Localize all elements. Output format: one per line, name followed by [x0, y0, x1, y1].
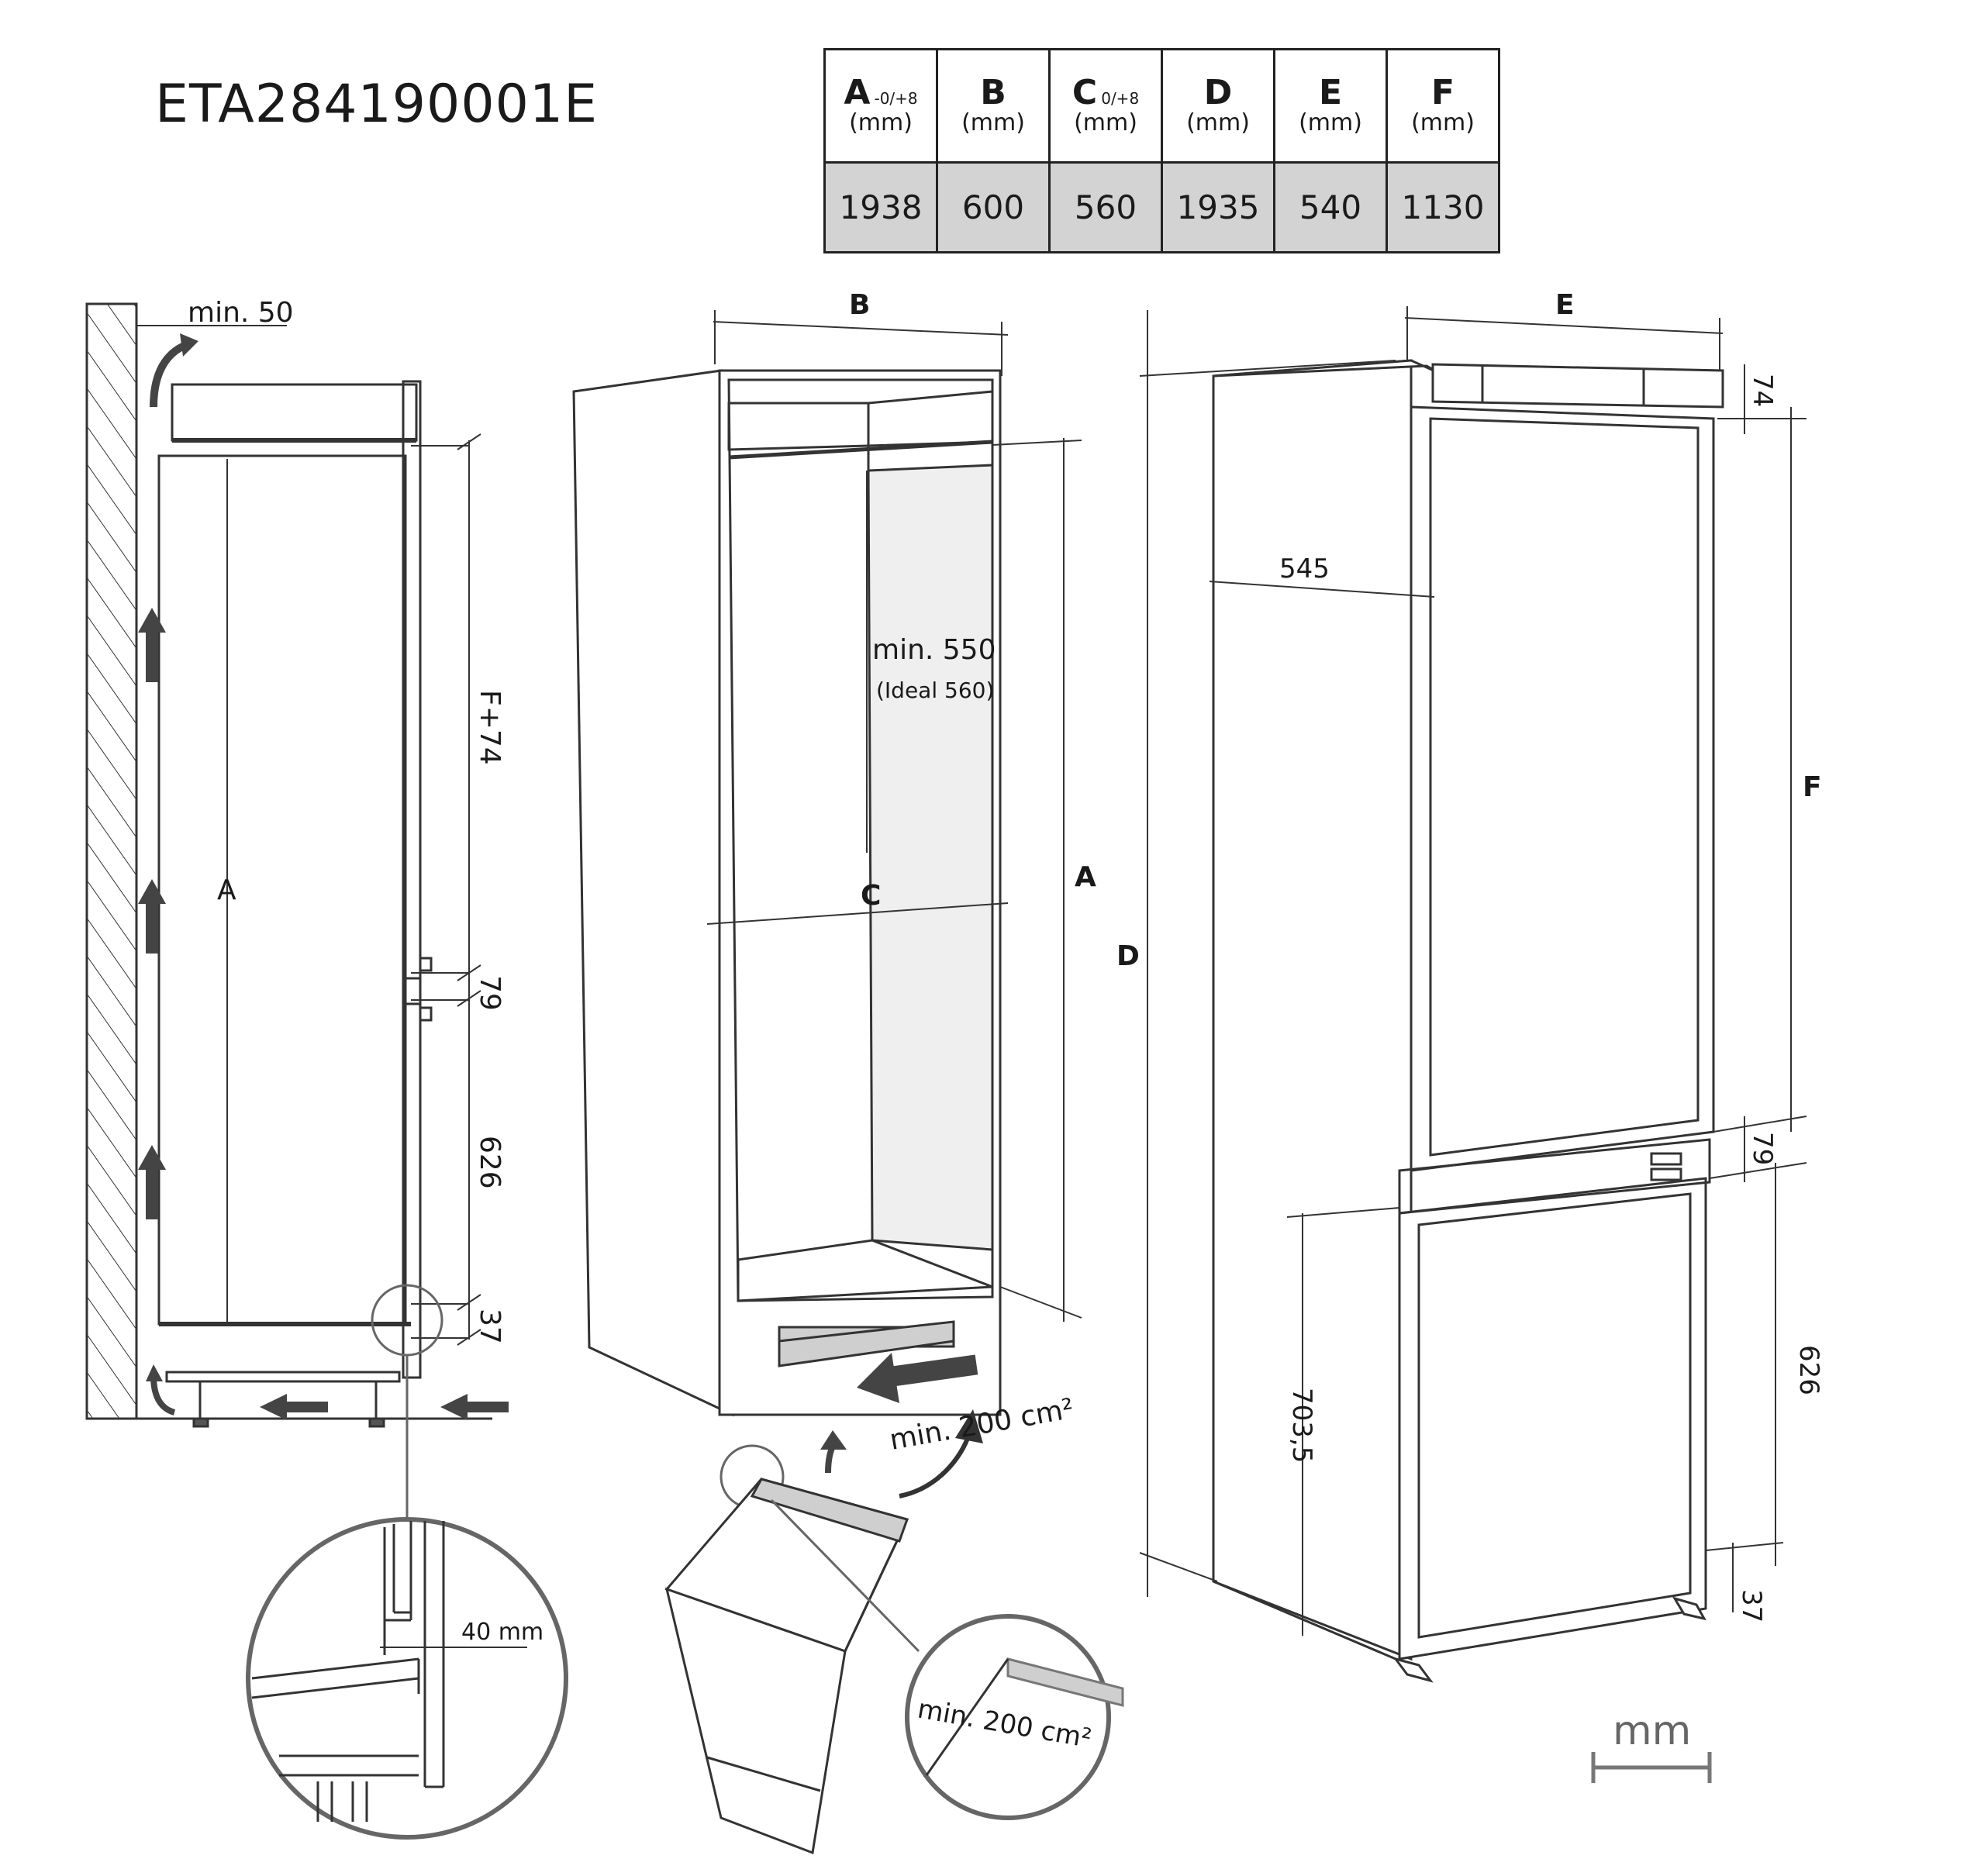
airflow-up-arrow-1	[146, 629, 158, 682]
label-703-5: 703,5	[1286, 1388, 1317, 1463]
air-in-arrowhead-cabinet	[857, 1353, 899, 1403]
label-cabinet-b: B	[849, 289, 870, 321]
label-side-37: 37	[474, 1309, 506, 1344]
value-f: 1130	[1386, 161, 1500, 253]
header-e: E(mm)	[1273, 48, 1388, 164]
airflow-up-arrow-3	[146, 1167, 158, 1219]
vent-detail-drawing	[664, 1444, 1124, 1855]
top-ventilation-panel	[171, 383, 418, 442]
vent-detail-curve-arrow	[899, 1433, 971, 1498]
label-appliance-79: 79	[1747, 1132, 1778, 1165]
label-appliance-f: F	[1803, 771, 1822, 803]
vent-detail-arrowhead	[955, 1409, 983, 1443]
label-cabinet-c: C	[861, 880, 881, 912]
air-in-arrow-cabinet	[890, 1354, 978, 1387]
header-d: D(mm)	[1161, 48, 1275, 164]
appliance-top-strip	[1431, 363, 1724, 409]
airflow-in-arrow-2	[464, 1402, 509, 1412]
header-b: B(mm)	[936, 48, 1051, 164]
airflow-curve-bottom-arrow	[150, 1375, 176, 1416]
cabinet-side-face	[572, 369, 734, 1417]
header-c: C 0/+8(mm)	[1048, 48, 1163, 164]
appliance-lower-door	[1398, 1177, 1707, 1660]
value-d: 1935	[1161, 161, 1275, 253]
cabinet-drawing	[572, 310, 1082, 1417]
label-side-79: 79	[474, 975, 506, 1011]
model-title: ETA284190001E	[155, 74, 599, 135]
dimension-table: A -0/+8(mm) B(mm) C 0/+8(mm) D(mm) E(mm)…	[823, 48, 1500, 253]
label-side-a: A	[217, 874, 236, 906]
label-side-f74: F+74	[474, 690, 506, 765]
label-appliance-d: D	[1116, 940, 1140, 972]
label-cabinet-a: A	[1075, 861, 1096, 893]
wall-hatch	[85, 302, 138, 1420]
label-min-50: min. 50	[188, 297, 294, 329]
airflow-curve-top-arrow	[150, 341, 188, 408]
label-appliance-e: E	[1555, 289, 1575, 321]
label-side-626: 626	[474, 1136, 506, 1189]
value-b: 600	[936, 161, 1051, 253]
label-40mm: 40 mm	[461, 1619, 544, 1646]
door-panel-side	[402, 380, 422, 1379]
header-a: A -0/+8(mm)	[823, 48, 938, 164]
cabinet-back-wall	[867, 464, 994, 1251]
unit-label: mm	[1613, 1708, 1691, 1754]
airflow-curve-top-arrowhead	[180, 333, 198, 357]
label-min-550: min. 550	[872, 634, 996, 666]
label-ideal-560: (Ideal 560)	[876, 678, 994, 703]
dimension-table-header-row: A -0/+8(mm) B(mm) C 0/+8(mm) D(mm) E(mm)…	[823, 48, 1500, 164]
value-c: 560	[1048, 161, 1163, 253]
foot-front	[1392, 1657, 1434, 1683]
detail-left-magnifier	[246, 1517, 568, 1840]
hinge-upper	[1650, 1152, 1682, 1166]
hinge-lower	[1650, 1167, 1682, 1181]
foot-back	[1672, 1596, 1706, 1621]
unit-scale	[1591, 1752, 1712, 1783]
base-plinth	[165, 1371, 401, 1383]
airflow-curve-bottom-arrowhead	[146, 1364, 163, 1381]
appliance-upper-door	[1410, 405, 1715, 1172]
airflow-in-arrow-1	[283, 1402, 328, 1412]
label-appliance-37: 37	[1736, 1589, 1767, 1623]
airflow-up-arrow-2	[146, 901, 158, 954]
header-f: F(mm)	[1386, 48, 1500, 164]
side-view	[85, 302, 492, 1519]
appliance-drawing	[1139, 306, 1807, 1683]
vent-magnifier-circle	[905, 1614, 1111, 1820]
appliance-side-body	[157, 454, 407, 1326]
label-74: 74	[1747, 374, 1778, 407]
label-545: 545	[1279, 553, 1330, 585]
airflow-arrows-left	[138, 608, 509, 1420]
value-a: 1938	[823, 161, 938, 253]
value-e: 540	[1273, 161, 1388, 253]
dimension-table-value-row: 1938 600 560 1935 540 1130	[823, 161, 1500, 253]
flip-arrowhead	[820, 1430, 847, 1450]
label-appliance-626: 626	[1793, 1345, 1824, 1395]
